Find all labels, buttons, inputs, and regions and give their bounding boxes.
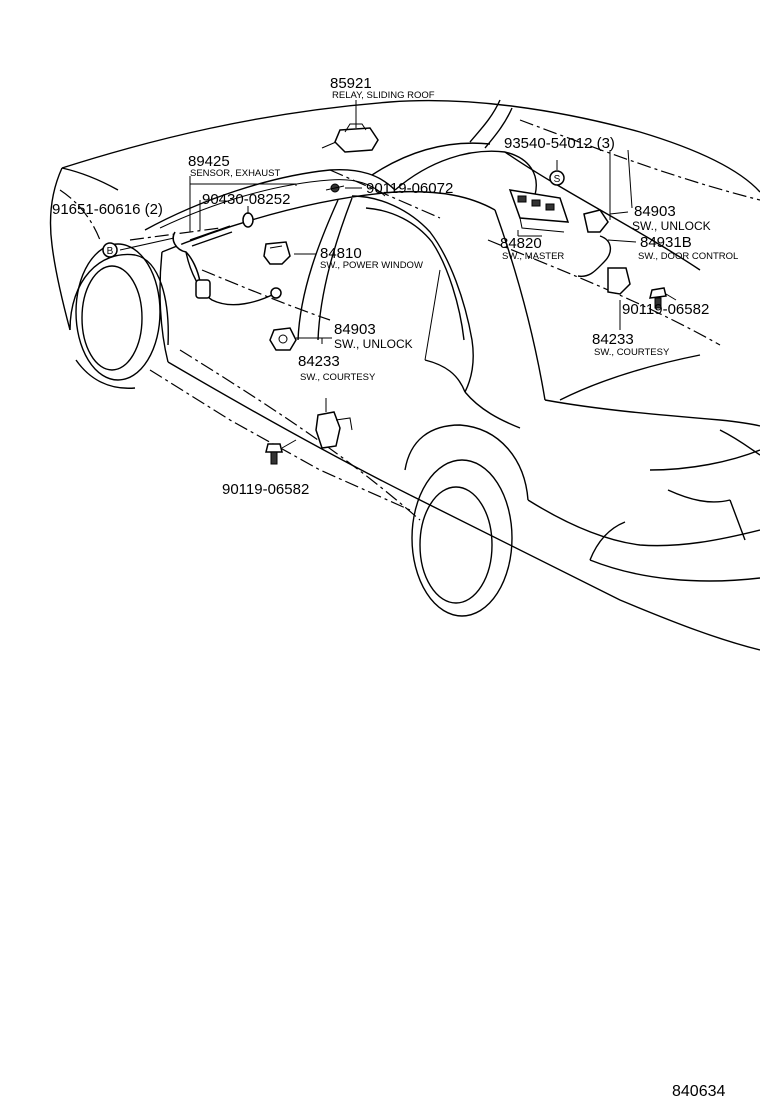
part-number-84903-left: 84903 (334, 321, 376, 338)
part-number-91651-60616: 91651-60616 (2) (52, 201, 163, 218)
door-control-switch-part (577, 235, 631, 295)
screw-marker-label: S (554, 174, 561, 185)
part-number-84810: 84810 (320, 245, 362, 262)
exhaust-sensor-part (172, 225, 282, 306)
unlock-switch-left-part (269, 327, 297, 351)
part-desc-84903-right: SW., UNLOCK (632, 219, 711, 233)
part-desc-84233-right: SW., COURTESY (594, 347, 670, 358)
part-number-85921: 85921 (330, 75, 372, 92)
part-desc-84903-left: SW., UNLOCK (334, 337, 413, 351)
part-number-89425: 89425 (188, 153, 230, 170)
relay-sliding-roof-part (321, 123, 379, 153)
screw-marker: S (549, 170, 565, 186)
screw-90119-06072-part (325, 183, 345, 193)
figure-number: 840634 (672, 1083, 725, 1100)
part-desc-89425: SENSOR, EXHAUST (190, 168, 280, 179)
part-number-84820: 84820 (500, 235, 542, 252)
part-number-84931B: 84931B (640, 234, 692, 251)
part-number-90119-06582-left: 90119-06582 (222, 481, 309, 498)
courtesy-switch-left-part (315, 398, 353, 449)
unlock-switch-right-part (583, 209, 609, 233)
part-desc-84931B: SW., DOOR CONTROL (638, 251, 738, 262)
master-switch-part (508, 189, 570, 233)
part-number-90119-06582-right: 90119-06582 (622, 301, 709, 318)
bolt-marker-label: B (107, 246, 114, 257)
bolt-marker: B (102, 242, 118, 258)
part-desc-84820: SW., MASTER (502, 251, 564, 262)
part-number-90119-06072: 90119-06072 (366, 180, 453, 197)
part-number-84233-left: 84233 (298, 353, 340, 370)
part-number-90430-08252: 90430-08252 (202, 191, 290, 208)
screw-right-90119-06582-part (649, 287, 667, 309)
leader-lines (119, 100, 677, 449)
part-desc-85921: RELAY, SLIDING ROOF (332, 90, 435, 101)
part-number-93540-54012: 93540-54012 (3) (504, 135, 615, 152)
part-labels: 85921 RELAY, SLIDING ROOF 89425 SENSOR, … (52, 75, 738, 1100)
screw-left-90119-06582-part (265, 443, 283, 465)
power-window-switch-part (263, 241, 291, 265)
part-number-84233-right: 84233 (592, 331, 634, 348)
part-number-84903-right: 84903 (634, 203, 676, 220)
clip-90430-part (242, 212, 254, 228)
part-desc-84810: SW., POWER WINDOW (320, 260, 423, 271)
part-desc-84233-left: SW., COURTESY (300, 372, 376, 383)
